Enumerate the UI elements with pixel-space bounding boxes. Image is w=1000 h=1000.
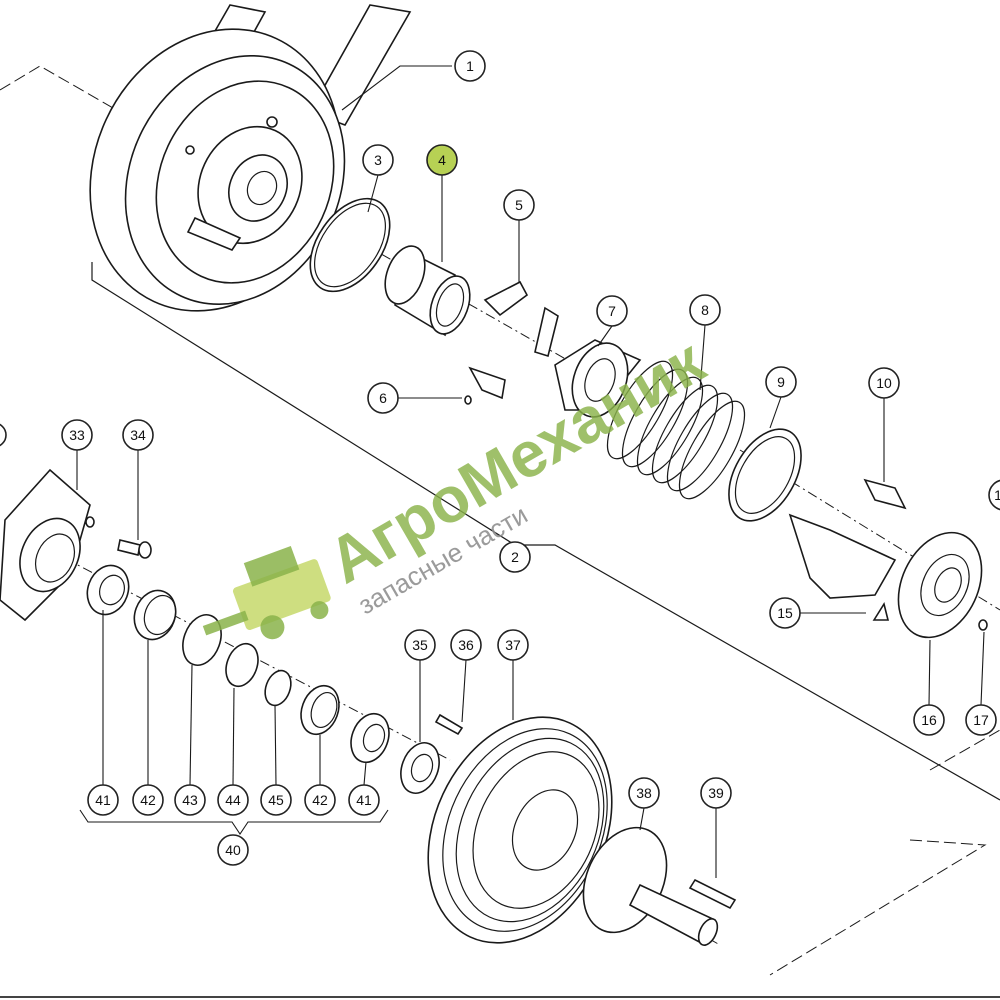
- callout-label: 17: [973, 712, 989, 728]
- callout-11-partial: 1: [988, 479, 1000, 511]
- callout-label: 38: [636, 785, 652, 801]
- cover-plate: [788, 513, 897, 599]
- callout-label: 1: [994, 487, 1000, 503]
- callout-label: 43: [182, 792, 198, 808]
- callout-42-right: 42: [304, 784, 336, 816]
- flange-part-16: [897, 531, 983, 639]
- latch-part-10: [863, 478, 907, 510]
- callout-45: 45: [260, 784, 292, 816]
- callout-label: 1: [466, 58, 474, 74]
- bolt-part-17: [978, 619, 988, 631]
- callout-label: 9: [777, 374, 785, 390]
- spring-part-8: [606, 360, 746, 500]
- callout-41-left: 41: [87, 784, 119, 816]
- callout-label: 6: [379, 390, 387, 406]
- key-part-15: [872, 601, 890, 621]
- callout-label: 34: [130, 427, 146, 443]
- callout-36: 36: [450, 629, 482, 661]
- shaft-flange-part-38: [582, 826, 719, 947]
- callout-37: 37: [497, 629, 529, 661]
- callout-label: 35: [412, 637, 428, 653]
- callout-label: 16: [921, 712, 937, 728]
- kit-bracket: [79, 809, 389, 835]
- callout-5: 5: [503, 189, 535, 221]
- bolt-part-34: [117, 539, 152, 559]
- callout-label: 41: [356, 792, 372, 808]
- screw-part-36: [434, 713, 464, 736]
- callout-label: 3: [374, 152, 382, 168]
- callout-label: 41: [95, 792, 111, 808]
- callout-40: 40: [217, 834, 249, 866]
- bearing-kit-parts: [86, 564, 390, 764]
- callout-label: 39: [708, 785, 724, 801]
- callout-39: 39: [700, 777, 732, 809]
- callout-16: 16: [913, 704, 945, 736]
- callout-label: 2: [511, 549, 519, 565]
- segment-part-5: [483, 280, 559, 358]
- callout-label: 33: [69, 427, 85, 443]
- callout-label: 7: [608, 303, 616, 319]
- callout-17: 17: [965, 704, 997, 736]
- callout-44: 44: [217, 784, 249, 816]
- callout-34: 34: [122, 419, 154, 451]
- callout-3: 3: [362, 144, 394, 176]
- callout-label: 42: [140, 792, 156, 808]
- callout-label: 42: [312, 792, 328, 808]
- callout-41-right: 41: [348, 784, 380, 816]
- combine-harvester-icon: [202, 546, 331, 640]
- callout-8: 8: [689, 294, 721, 326]
- callout-label: 10: [876, 375, 892, 391]
- callout-label: 4: [438, 152, 446, 168]
- grooved-pulley-part-37: [427, 716, 613, 944]
- callout-label: 36: [458, 637, 474, 653]
- pin-part-39: [688, 878, 737, 910]
- bushing-part-4: [384, 245, 471, 337]
- callout-4-highlighted: 4: [426, 144, 458, 176]
- callout-label: 5: [515, 197, 523, 213]
- pulley-part-1: [89, 4, 412, 312]
- callout-label: 37: [505, 637, 521, 653]
- callout-38: 38: [628, 777, 660, 809]
- watermark: АгроМеханик запасные части: [202, 324, 717, 640]
- bearing-housing-part-33: [0, 468, 95, 622]
- callout-label: 15: [777, 605, 793, 621]
- callout-label: 40: [225, 842, 241, 858]
- callout-42-left: 42: [132, 784, 164, 816]
- pin-part-6: [464, 366, 506, 405]
- callout-left-edge-partial: [0, 423, 7, 447]
- callout-43: 43: [174, 784, 206, 816]
- hub-part-7: [554, 339, 642, 418]
- callout-label: 8: [701, 302, 709, 318]
- leader-lines: [76, 65, 985, 878]
- o-ring-part-3: [309, 197, 391, 293]
- washer-part-9: [728, 428, 802, 522]
- callout-1: 1: [454, 50, 486, 82]
- callout-15: 15: [769, 597, 801, 629]
- washer-part-35: [400, 742, 440, 794]
- callout-7: 7: [596, 295, 628, 327]
- callout-2: 2: [499, 541, 531, 573]
- callout-label: 44: [225, 792, 241, 808]
- callout-33: 33: [61, 419, 93, 451]
- callout-9: 9: [765, 366, 797, 398]
- callout-10: 10: [868, 367, 900, 399]
- callout-35: 35: [404, 629, 436, 661]
- callout-label: 45: [268, 792, 284, 808]
- callout-6: 6: [367, 382, 399, 414]
